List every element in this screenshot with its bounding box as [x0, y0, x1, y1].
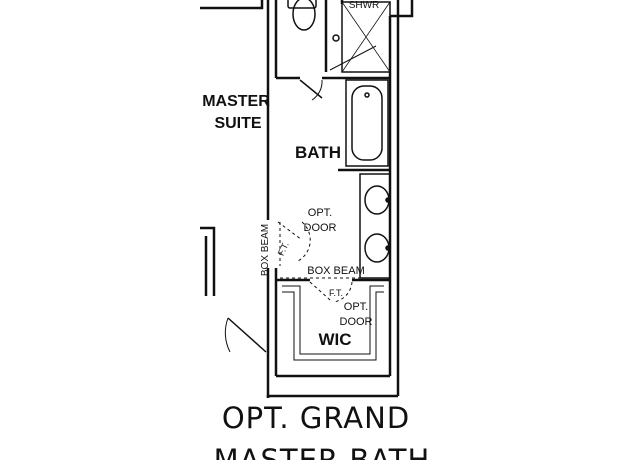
label-ft-1: F.T. — [276, 240, 291, 257]
label-opt-door-1-line2: DOOR — [304, 222, 337, 234]
plan-caption: OPT. GRAND MASTER BATH — [214, 401, 431, 460]
label-opt-door-2-line1: OPT. — [344, 301, 368, 313]
opt-door-1 — [277, 221, 311, 263]
label-wic: WIC — [318, 330, 351, 349]
suite-door — [224, 317, 267, 353]
wall-bottom-outer — [266, 394, 398, 398]
label-shower: SHWR — [349, 0, 380, 11]
label-master-line2: SUITE — [214, 115, 261, 132]
label-box-beam-horizontal: BOX BEAM — [307, 265, 364, 277]
label-bath: BATH — [295, 143, 341, 162]
bathtub — [345, 79, 389, 167]
wc-door — [299, 79, 323, 101]
label-ft-2: F.T. — [329, 288, 343, 298]
walls — [200, 0, 414, 398]
wall-top-right — [390, 0, 414, 18]
label-master-line1: MASTER — [202, 93, 270, 110]
room-labels: SHWR MASTER SUITE BATH OPT. DOOR BOX BEA… — [202, 0, 379, 349]
label-opt-door-2-line2: DOOR — [340, 316, 373, 328]
wall-hall-left — [200, 226, 216, 296]
wall-top-left — [200, 0, 264, 10]
vanity — [359, 173, 391, 279]
toilet — [287, 0, 317, 31]
caption-line2: MASTER BATH — [214, 443, 431, 460]
label-opt-door-1-line1: OPT. — [308, 207, 332, 219]
wic-shelving — [282, 285, 384, 361]
label-box-beam-vertical: BOX BEAM — [260, 224, 271, 276]
shower — [329, 1, 391, 73]
opt-door-2 — [309, 281, 353, 303]
caption-line1: OPT. GRAND — [222, 401, 410, 435]
